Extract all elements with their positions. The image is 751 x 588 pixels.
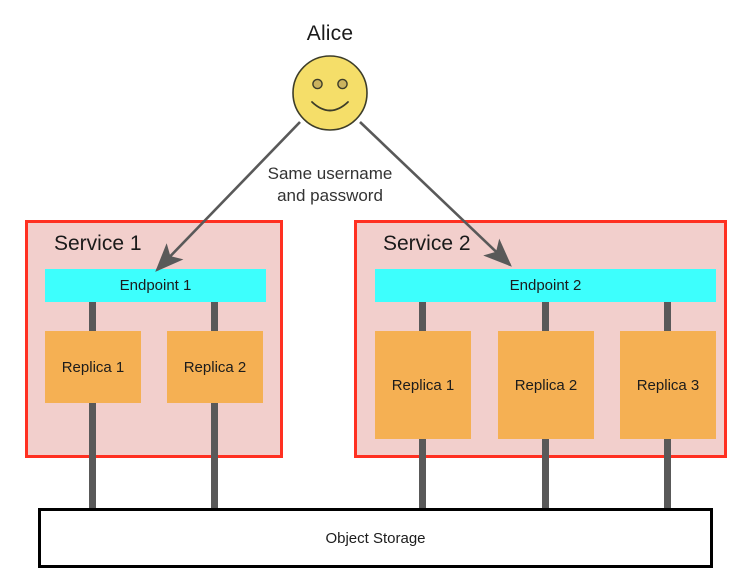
connector-endpoint-1-to-replica-2 [211,302,218,332]
connector-endpoint-1-to-replica-1 [89,302,96,332]
service-1-endpoint[interactable]: Endpoint 1 [45,269,266,302]
service-1-replica-1[interactable]: Replica 1 [45,331,141,403]
credentials-note-line-1: Same username [267,164,393,183]
connector-service-1-replica-2-to-storage [211,403,218,510]
object-storage-node[interactable]: Object Storage [38,508,713,568]
connector-endpoint-2-to-replica-1 [419,302,426,332]
connector-endpoint-2-to-replica-3 [664,302,671,332]
smiley-face-icon [291,54,369,132]
connector-service-2-replica-3-to-storage [664,439,671,510]
connector-service-2-replica-1-to-storage [419,439,426,510]
connector-service-2-replica-2-to-storage [542,439,549,510]
service-2-endpoint[interactable]: Endpoint 2 [375,269,716,302]
service-1-title: Service 1 [54,232,142,255]
connector-endpoint-2-to-replica-2 [542,302,549,332]
credentials-note: Same username and password [215,163,445,207]
service-1-replica-2[interactable]: Replica 2 [167,331,263,403]
actor-label-alice: Alice [306,22,354,45]
credentials-note-line-2: and password [277,186,383,205]
service-2-replica-3[interactable]: Replica 3 [620,331,716,439]
service-2-replica-1[interactable]: Replica 1 [375,331,471,439]
service-2-title: Service 2 [383,232,471,255]
service-2-replica-2[interactable]: Replica 2 [498,331,594,439]
connector-service-1-replica-1-to-storage [89,403,96,510]
